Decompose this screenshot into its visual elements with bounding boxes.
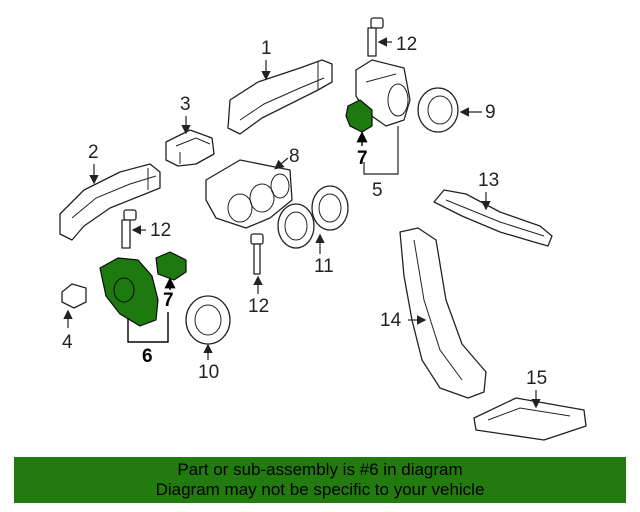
callout-15: 15: [526, 368, 547, 389]
callout-12-top: 12: [396, 34, 417, 55]
callout-1: 1: [261, 38, 272, 59]
callout-14: 14: [380, 310, 402, 331]
part-7-highlighted-lower[interactable]: [155, 251, 187, 281]
callout-7-lower: 7: [163, 290, 174, 311]
part-10-round-vent[interactable]: [185, 295, 231, 345]
callout-12-center: 12: [248, 296, 269, 317]
part-1-duct[interactable]: [227, 59, 333, 135]
callout-5: 5: [372, 180, 383, 201]
leader-6-bracket: [127, 312, 169, 343]
part-8-center-vent-housing[interactable]: [205, 159, 293, 229]
callout-10: 10: [198, 362, 219, 383]
callout-2: 2: [88, 142, 99, 163]
part-3-elbow-duct[interactable]: [165, 129, 215, 167]
banner-line-2: Diagram may not be specific to your vehi…: [155, 480, 485, 499]
banner-line-1: Part or sub-assembly is #6 in diagram: [177, 460, 463, 479]
callout-12-left: 12: [150, 220, 171, 241]
callout-9: 9: [485, 102, 496, 123]
part-6-highlighted-assembly[interactable]: [99, 257, 159, 327]
leader-5-bracket: [363, 126, 399, 175]
part-13-duct[interactable]: [433, 189, 553, 247]
part-2-duct[interactable]: [59, 163, 161, 241]
parts-diagram: 1 3 2 8 11 12 5: [59, 17, 587, 441]
callout-3: 3: [180, 94, 191, 115]
callout-13: 13: [478, 170, 499, 191]
part-14-tall-duct[interactable]: [399, 227, 487, 399]
part-4-clip[interactable]: [61, 283, 87, 309]
part-7-highlighted-upper[interactable]: [345, 99, 373, 133]
part-12-sensor-top[interactable]: [367, 17, 384, 57]
callout-8: 8: [289, 146, 300, 167]
info-banner: Part or sub-assembly is #6 in diagram Di…: [14, 457, 626, 503]
part-15-floor-duct[interactable]: [473, 397, 587, 441]
callout-6: 6: [142, 346, 153, 367]
part-11-round-vents[interactable]: [277, 185, 349, 249]
callout-11: 11: [314, 256, 334, 277]
callout-4: 4: [62, 332, 73, 353]
part-9-round-vent[interactable]: [417, 87, 459, 133]
part-12-sensor-left[interactable]: [121, 209, 137, 249]
part-12-sensor-center[interactable]: [250, 233, 264, 275]
callout-7-upper: 7: [357, 148, 368, 169]
leader-8: [274, 157, 289, 170]
